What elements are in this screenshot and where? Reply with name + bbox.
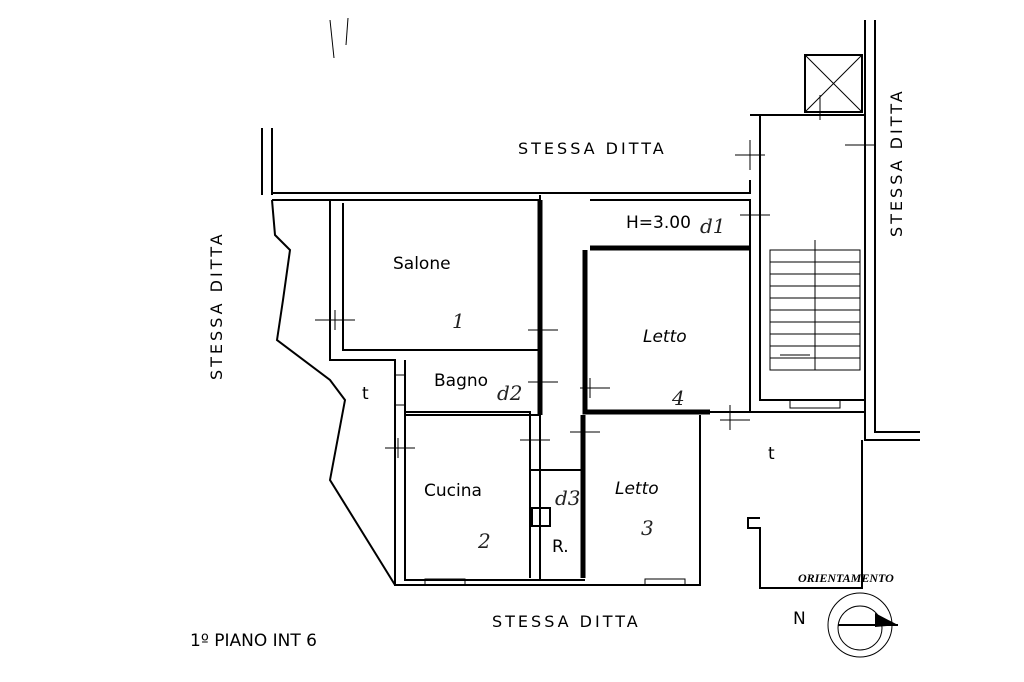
scratch-marks [329, 17, 349, 59]
terrace-mark-left: t [362, 384, 369, 404]
orientation-label: ORIENTAMENTO [798, 571, 894, 585]
windows [394, 374, 841, 586]
stairwell [750, 54, 866, 401]
room-ripostiglio: R. [552, 537, 569, 557]
door-marks [315, 95, 875, 458]
left-terrace-outline [271, 199, 396, 586]
room-letto-small: Letto [615, 479, 659, 499]
compass-icon [827, 592, 898, 658]
handwritten-1: 1 [452, 309, 465, 333]
neighbor-top-label: STESSA DITTA [518, 139, 667, 158]
height-note: H=3.00 [626, 213, 691, 233]
handwritten-d2: d2 [497, 381, 523, 405]
right-terrace [710, 20, 920, 589]
terrace-mark-right: t [768, 444, 775, 464]
neighbor-left-label: STESSA DITTA [207, 231, 226, 380]
room-cucina: Cucina [424, 481, 482, 501]
handwritten-d3: d3 [555, 486, 581, 510]
floor-label: 1º PIANO INT 6 [190, 631, 317, 651]
neighbor-bottom-label: STESSA DITTA [492, 612, 641, 631]
room-salone: Salone [393, 254, 451, 274]
handwritten-4: 4 [671, 386, 685, 410]
room-bagno: Bagno [434, 371, 488, 391]
handwritten-2: 2 [477, 529, 491, 553]
north-label: N [793, 609, 806, 629]
handwritten-3: 3 [641, 516, 654, 540]
orientation: ORIENTAMENTO N [793, 571, 898, 658]
outer-walls [261, 128, 751, 586]
handwritten-d1: d1 [700, 214, 726, 238]
neighbor-right-label: STESSA DITTA [887, 88, 906, 237]
room-letto-large: Letto [643, 327, 687, 347]
